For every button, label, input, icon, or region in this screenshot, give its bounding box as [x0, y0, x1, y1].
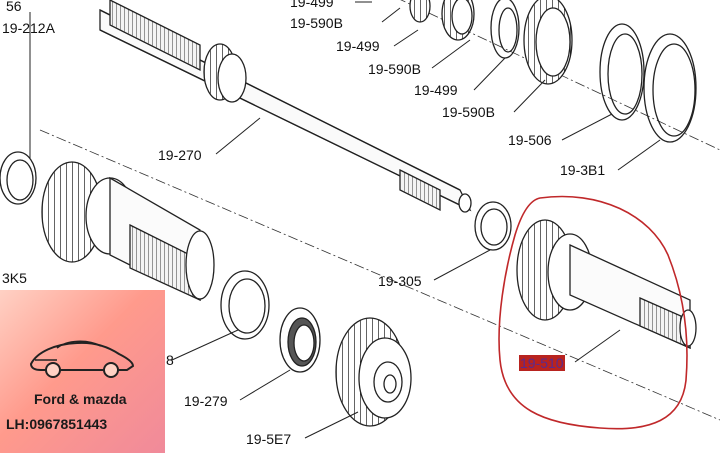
- label-19-305: 19-305: [378, 273, 422, 289]
- highlight-circle: [498, 195, 688, 430]
- label-19-499-low: 19-499: [414, 82, 458, 98]
- label-19-3b1: 19-3B1: [560, 162, 606, 178]
- label-56: 56: [6, 0, 22, 14]
- brand-phone: LH:0967851443: [6, 416, 108, 432]
- label-8: 8: [166, 352, 174, 368]
- label-19-590b-top: 19-590B: [290, 15, 343, 31]
- label-19-510: 19-510: [519, 355, 565, 371]
- label-19-279: 19-279: [184, 393, 228, 409]
- label-3k5: 3K5: [2, 270, 27, 286]
- highlighted-gear-shaft: [516, 219, 697, 349]
- label-19-212a: 19-212A: [2, 20, 55, 36]
- label-19-499-top: 19-499: [290, 0, 334, 10]
- label-19-499-mid: 19-499: [336, 38, 380, 54]
- label-19-590b-low: 19-590B: [442, 104, 495, 120]
- car-logo-icon: [29, 340, 135, 378]
- label-19-5e7: 19-5E7: [246, 431, 292, 447]
- label-19-590b-mid: 19-590B: [368, 61, 421, 77]
- brand-name: Ford & mazda: [34, 391, 127, 407]
- synchro-rings: [409, 0, 697, 143]
- label-19-506: 19-506: [508, 132, 552, 148]
- leader-lines: [29, 1, 661, 439]
- bottom-gear: [335, 317, 412, 427]
- main-shaft: [99, 0, 472, 213]
- shaft-gear: [203, 43, 247, 103]
- left-gear-cluster: [0, 151, 215, 302]
- brand-logo-box: [0, 290, 165, 453]
- label-19-270: 19-270: [158, 147, 202, 163]
- thrust-rings: [220, 201, 512, 373]
